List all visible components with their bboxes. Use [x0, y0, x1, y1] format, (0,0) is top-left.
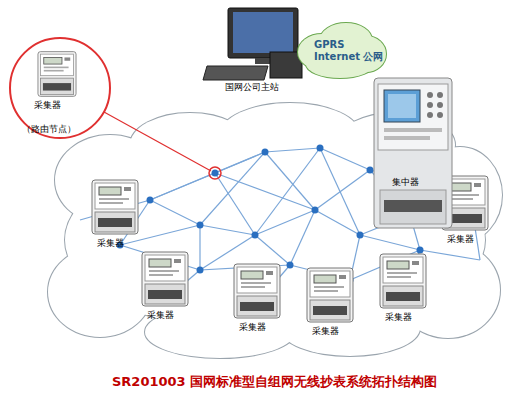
collector: 采集器 [135, 250, 195, 324]
diagram-title: SR201003 国网标准型自组网无线抄表系统拓扑结构图 [112, 374, 512, 390]
node-label: 采集器 [447, 234, 497, 245]
collector: 采集器 [300, 266, 360, 340]
gprs-cloud: GPRS Internet 公网 [300, 26, 388, 80]
master-station: 国网公司主站 [203, 6, 307, 98]
node-label: 采集器 [97, 238, 147, 249]
node-label: 采集器 [385, 312, 435, 323]
collector: 采集器 [373, 252, 433, 326]
node-label: 采集器 [239, 322, 289, 333]
node-label: （路由节点） [22, 124, 112, 135]
node-label: 采集器 [147, 310, 197, 321]
collector: 采集器 [85, 178, 145, 252]
node-label: 国网公司主站 [225, 82, 305, 93]
collector: 采集器 [435, 174, 495, 248]
collector: 采集器 [227, 262, 287, 336]
concentrator: 集中器 [372, 78, 454, 192]
node-label: GPRS Internet 公网 [314, 39, 392, 63]
node-label: 采集器 [34, 100, 94, 111]
node-label: 采集器 [312, 326, 362, 337]
callout-circle: 采集器 （路由节点） [8, 38, 118, 138]
node-label: 集中器 [392, 177, 442, 188]
